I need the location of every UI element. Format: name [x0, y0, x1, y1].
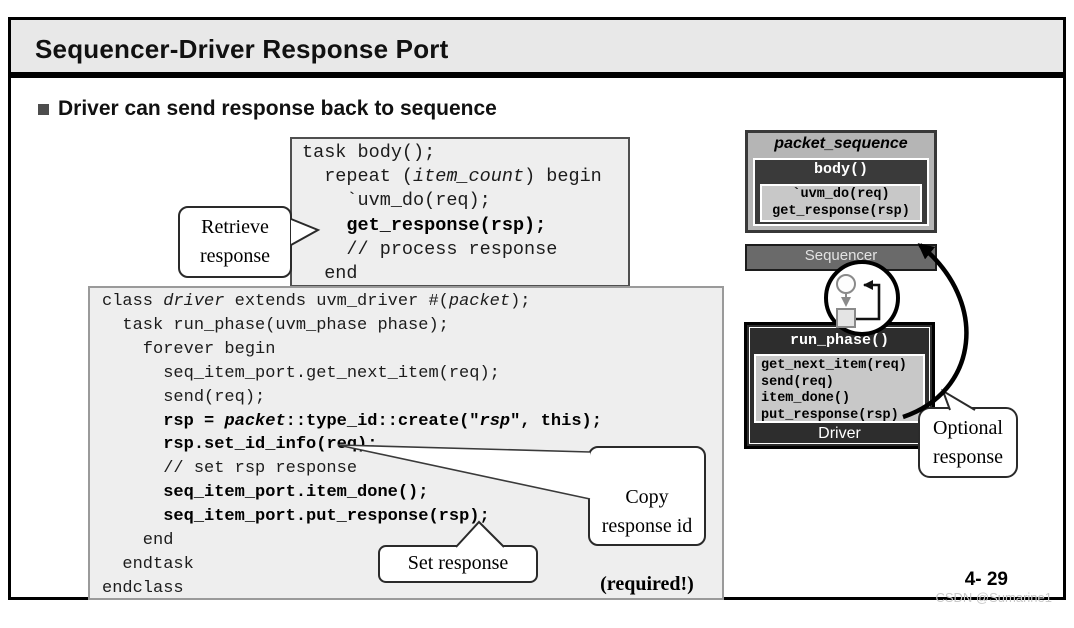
copy-callout-required-text: (required!)	[600, 573, 694, 595]
copy-callout-text: Copy response id	[601, 486, 693, 537]
bullet-text: Driver can send response back to sequenc…	[58, 97, 497, 120]
sequencer-label: Sequencer	[804, 247, 878, 264]
driver-calls-box: get_next_item(req)send(req)item_done()pu…	[754, 354, 925, 423]
set-response-callout: Set response	[378, 545, 538, 583]
bullet-square-icon	[38, 104, 49, 115]
driver-label: Driver	[818, 425, 861, 442]
body-method-box: body() `uvm_do(req)get_response(rsp)	[753, 158, 929, 226]
optional-response-callout: Optional response	[918, 407, 1018, 478]
retrieve-response-callout: Retrieve response	[178, 206, 292, 278]
copy-response-id-callout: Copy response id (required!)	[588, 446, 706, 595]
run-phase-method-label: run_phase()	[789, 332, 890, 349]
body-method-label: body()	[813, 161, 868, 178]
packet-sequence-title: packet_sequence	[774, 135, 908, 152]
page-title: Sequencer-Driver Response Port	[35, 34, 449, 64]
sequence-body-code-block: task body(); repeat (item_count) begin `…	[290, 137, 630, 287]
sequence-calls-box: `uvm_do(req)get_response(rsp)	[760, 184, 922, 222]
page-number: 4- 29	[964, 569, 1008, 590]
sequencer-bar: Sequencer	[745, 244, 937, 271]
watermark-text: CSDN @Sumarine1	[935, 590, 1052, 605]
driver-class-code-block: class driver extends uvm_driver #(packet…	[88, 286, 724, 600]
packet-sequence-box: packet_sequence body() `uvm_do(req)get_r…	[745, 130, 937, 233]
driver-box: run_phase() get_next_item(req)send(req)i…	[744, 322, 935, 449]
title-bar: Sequencer-Driver Response Port	[11, 20, 1063, 78]
